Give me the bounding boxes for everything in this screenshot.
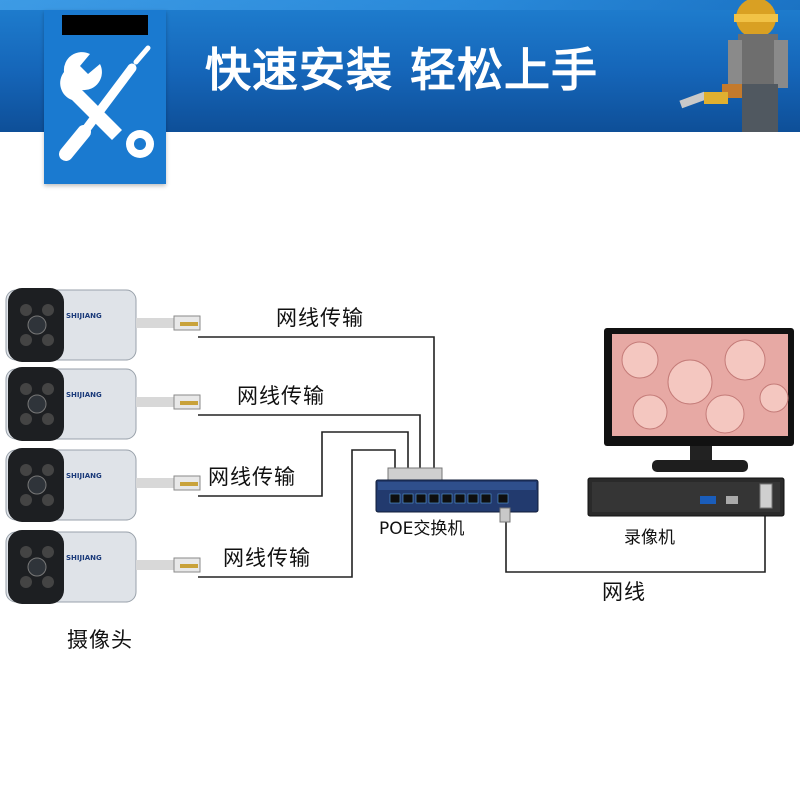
camera-3: [5, 448, 201, 522]
cable-line-2: [198, 414, 421, 475]
cable-label-3: 网线传输: [208, 465, 296, 489]
camera-2: [5, 367, 201, 441]
camera-1-brand: SHIJIANG: [66, 312, 102, 320]
monitor: [604, 328, 794, 472]
cable-label-2: 网线传输: [237, 384, 325, 408]
camera-3-brand: SHIJIANG: [66, 472, 102, 480]
network-cable-label: 网线: [602, 580, 646, 604]
cable-label-1: 网线传输: [276, 306, 364, 330]
cable-line-3: [198, 431, 409, 497]
camera-4-brand: SHIJIANG: [66, 554, 102, 562]
cameras-label: 摄像头: [67, 628, 133, 652]
tool-icon-box: [44, 10, 166, 184]
nvr-label: 录像机: [624, 528, 675, 548]
network-cable-line: [505, 505, 766, 573]
banner-stripe: [0, 0, 800, 10]
headline: 快速安装 轻松上手: [205, 43, 599, 97]
poe-switch: [375, 467, 539, 523]
nvr-recorder: [587, 477, 785, 517]
switch-label: POE交换机: [379, 519, 465, 539]
cable-label-4: 网线传输: [223, 546, 311, 570]
construction-worker-icon: [679, 0, 788, 132]
wrench-screwdriver-icon: [59, 45, 154, 161]
camera-2-brand: SHIJIANG: [66, 391, 102, 399]
camera-1: [5, 288, 201, 362]
cable-line-4: [198, 449, 396, 578]
camera-4: [5, 530, 201, 604]
black-bar: [62, 15, 148, 35]
cable-line-1: [198, 336, 435, 475]
